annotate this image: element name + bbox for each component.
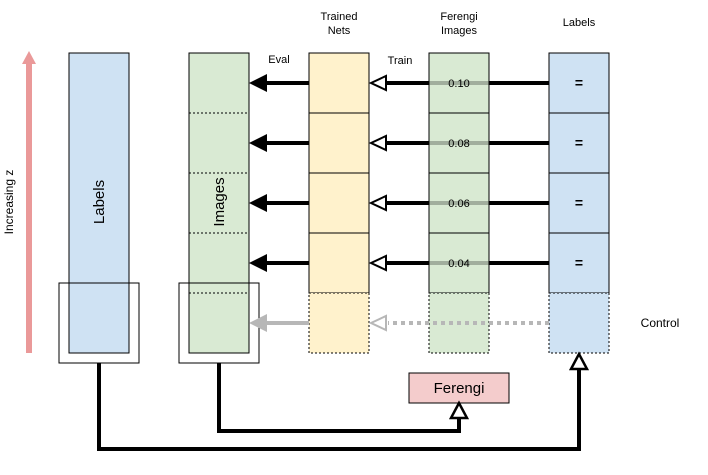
train-arrow-head-hollow <box>368 254 387 272</box>
ferengi-images-column <box>428 52 490 354</box>
trained-net-cell <box>308 52 370 114</box>
trained-net-cell <box>308 172 370 234</box>
train-arrow-head-hollow <box>368 134 387 152</box>
images-to-ferengi-connector <box>217 363 461 433</box>
labels-column-box <box>68 52 130 354</box>
eval-arrow-head <box>249 194 267 212</box>
label-cell <box>548 52 610 114</box>
ferengi-box-label: Ferengi <box>434 380 485 397</box>
labels-input-arrow-head <box>568 351 590 371</box>
eval-arrow-head <box>249 134 267 152</box>
train-label: Train <box>388 55 413 67</box>
header-ferengi-images-line1: Ferengi <box>440 11 477 23</box>
header-labels: Labels <box>563 17 596 29</box>
labels-column: Labels <box>58 52 140 364</box>
redshift-value: 0.08 <box>448 138 469 150</box>
labels-right-column <box>548 52 610 354</box>
control-label: Control <box>641 316 680 330</box>
axis-label: Increasing z <box>2 170 16 235</box>
eval-arrow-head <box>249 74 267 92</box>
trained-net-control-cell <box>308 292 370 354</box>
ferengi-input-arrow-head <box>448 400 470 420</box>
axis-arrow-head <box>22 51 36 64</box>
equals-symbol: = <box>575 195 583 211</box>
train-arrow-head-hollow <box>368 194 387 212</box>
label-control-cell <box>548 292 610 354</box>
control-train-arrow-head <box>368 314 387 332</box>
eval-label: Eval <box>268 54 289 66</box>
header-trained-nets-line1: Trained <box>321 11 358 23</box>
eval-arrow-head <box>249 254 267 272</box>
ferengi-passthrough-lines <box>429 81 489 265</box>
row-arrows <box>249 74 549 272</box>
equals-symbol: = <box>575 75 583 91</box>
images-column-text: Images <box>211 177 228 226</box>
equals-symbol: = <box>575 255 583 271</box>
labels-column-text: Labels <box>91 180 108 224</box>
redshift-value: 0.10 <box>448 78 469 90</box>
labels-to-labels-connector <box>97 363 581 451</box>
equals-symbol: = <box>575 135 583 151</box>
redshift-value: 0.06 <box>448 198 469 210</box>
bottom-connectors <box>97 351 590 451</box>
control-row-arrows <box>249 314 549 332</box>
trained-nets-column <box>308 52 370 354</box>
trained-net-cell <box>308 232 370 294</box>
images-column: Images <box>178 52 260 364</box>
train-arrow-head-hollow <box>368 74 387 92</box>
redshift-value: 0.04 <box>448 258 469 270</box>
ferengi-box <box>408 372 510 404</box>
control-eval-arrow-head <box>249 314 267 332</box>
increasing-z-axis: Increasing z <box>2 51 36 353</box>
header-trained-nets-line2: Nets <box>328 25 351 37</box>
trained-net-cell <box>308 112 370 174</box>
header-ferengi-images-line2: Images <box>441 25 478 37</box>
